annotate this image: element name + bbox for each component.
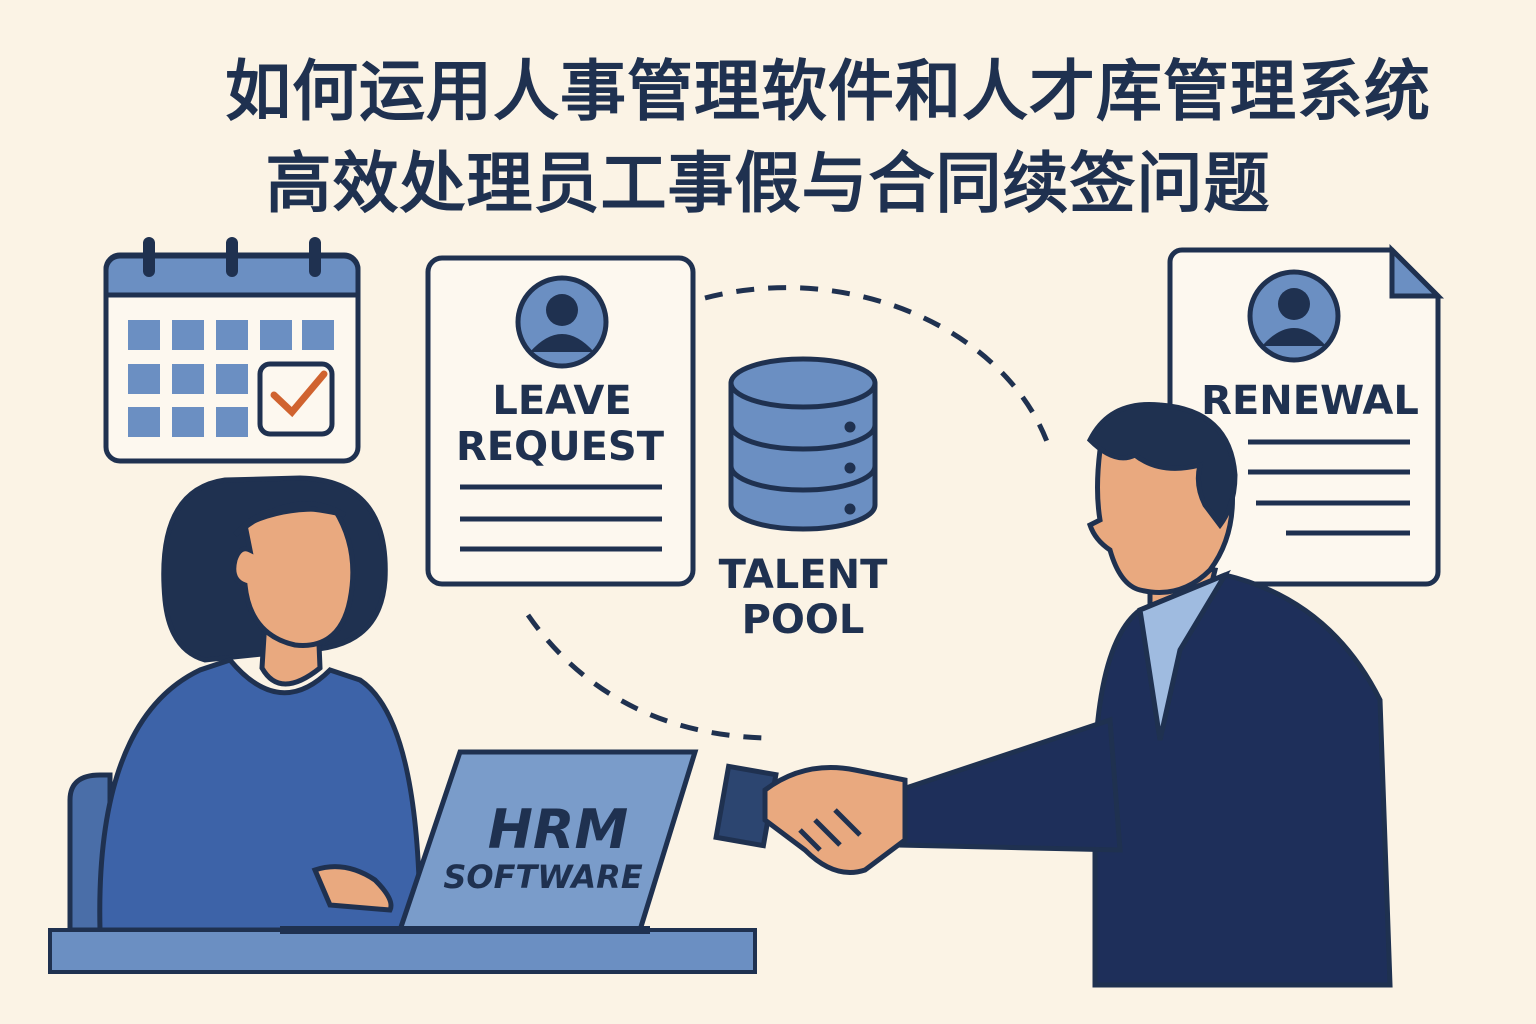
calendar-icon — [103, 237, 361, 464]
text-lines — [1248, 439, 1410, 536]
user-avatar-icon — [1247, 269, 1341, 363]
hand — [311, 864, 394, 913]
manager-man — [897, 401, 1393, 988]
arm — [897, 716, 1123, 853]
dashed-connector — [704, 285, 1053, 451]
desk — [48, 928, 757, 974]
text-lines — [460, 484, 662, 552]
laptop-hrm-label: HRM — [488, 798, 629, 861]
user-avatar-icon — [515, 275, 609, 369]
dashed-connector — [525, 613, 766, 741]
database-icon — [728, 356, 878, 532]
title-line-2: 高效处理员工事假与合同续签问题 — [265, 145, 1271, 222]
shirt — [1137, 569, 1232, 741]
hands — [762, 765, 908, 875]
suit — [1092, 572, 1393, 988]
title-line-1: 如何运用人事管理软件和人才库管理系统 — [225, 53, 1431, 130]
page-fold-icon — [1389, 243, 1445, 299]
laptop: HRM SOFTWARE — [280, 749, 699, 934]
bangs — [233, 501, 347, 537]
leave-label: LEAVE — [492, 378, 631, 424]
laptop-software-label: SOFTWARE — [443, 858, 643, 896]
employee-woman — [67, 475, 423, 933]
pool-label: POOL — [742, 597, 865, 643]
handshake — [713, 763, 908, 875]
checkmark-icon — [270, 370, 328, 418]
hair — [1086, 401, 1238, 530]
fingers — [798, 808, 862, 852]
request-label: REQUEST — [456, 424, 665, 470]
sweater — [97, 657, 423, 933]
talent-label: TALENT — [719, 552, 888, 598]
leave-request-card: LEAVE REQUEST — [425, 255, 696, 587]
renewal-label: RENEWAL — [1201, 378, 1419, 424]
